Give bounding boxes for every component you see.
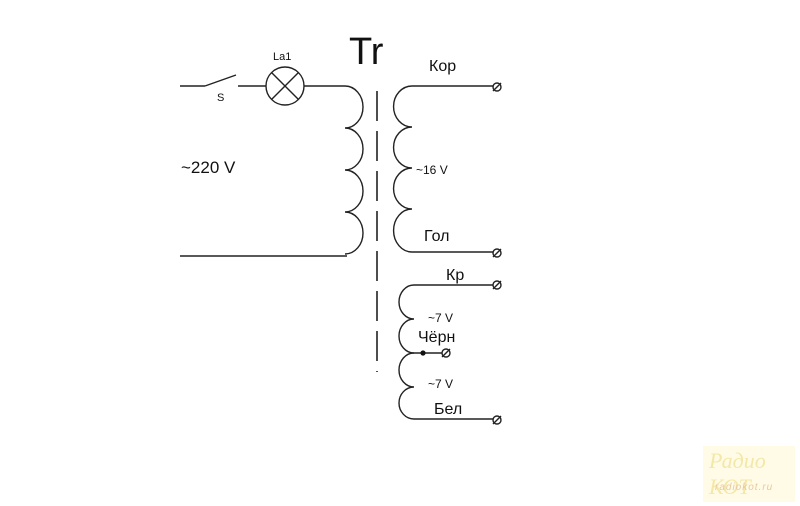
watermark: Радио КОТ radiokot.ru — [703, 446, 795, 502]
watermark-url: radiokot.ru — [715, 482, 774, 493]
secondary-coil-2-lower — [398, 352, 415, 420]
lamp-icon — [265, 66, 305, 106]
secondary-coil-1 — [392, 85, 413, 253]
terminal-kr-icon — [492, 280, 502, 290]
secondary-2-upper-voltage-label: ~7 V — [428, 311, 453, 325]
secondary-2-lower-voltage-label: ~7 V — [428, 377, 453, 391]
terminal-bel-icon — [492, 415, 502, 425]
terminal-kor-icon — [492, 82, 502, 92]
lamp-label: La1 — [273, 51, 291, 63]
secondary-coil-2-upper — [398, 284, 415, 354]
transformer-title: Tr — [349, 31, 384, 73]
wire-label-kr: Кр — [446, 267, 464, 284]
wire-label-chern: Чёрн — [418, 329, 455, 346]
watermark-logo: Радио КОТ — [709, 448, 766, 499]
terminal-gol-icon — [492, 248, 502, 258]
switch-label: S — [217, 92, 224, 104]
wire-label-kor: Кор — [429, 58, 456, 75]
junction-dot — [420, 350, 426, 356]
terminal-chern-icon — [441, 348, 451, 358]
wire-label-bel: Бел — [434, 401, 462, 418]
switch-lever — [204, 74, 237, 87]
secondary-1-voltage-label: ~16 V — [416, 163, 448, 177]
wire-label-gol: Гол — [424, 228, 449, 245]
primary-coil — [344, 85, 364, 255]
primary-voltage-label: ~220 V — [181, 158, 236, 177]
